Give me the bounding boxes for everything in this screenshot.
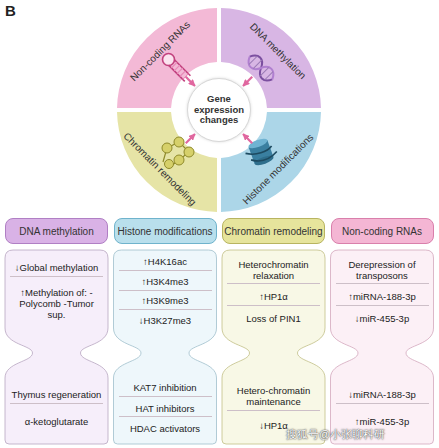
category-header: Histone modifications	[114, 218, 217, 244]
column-vase	[114, 250, 217, 444]
detail-panel: ↓Global methylation ↑Methylation of: -Pol…	[10, 252, 103, 332]
rna-hairpin-illustration	[160, 51, 192, 83]
node-text: ↑miRNA-188-3p	[336, 290, 429, 306]
ring-segment: Histone modifications	[221, 112, 321, 212]
category-header: DNA methylation	[5, 218, 108, 244]
column-vase	[222, 250, 325, 444]
inward-arrow	[186, 77, 195, 86]
node-text: Gene expression changes	[192, 94, 246, 127]
rna-loop	[160, 51, 177, 68]
inward-arrow	[243, 134, 252, 143]
node-text: ↑H3K4me3	[119, 275, 212, 291]
column-vase	[5, 250, 108, 444]
dna-helix-illustration	[245, 52, 277, 84]
column-vase	[331, 250, 434, 444]
rna-stem	[169, 60, 191, 82]
node-text: Thymus regeneration	[10, 388, 103, 404]
ring-segment-fill	[221, 112, 321, 212]
node-text: KAT7 inhibition	[119, 381, 212, 397]
node-text: ↓H3K27me3	[119, 314, 212, 329]
nucleosome	[184, 147, 194, 157]
node-text: ↓miR-455-3p	[336, 312, 429, 327]
ring-segment-shape	[221, 112, 321, 212]
node-text: HDAC activators	[119, 422, 212, 437]
dna-wrap	[246, 143, 279, 165]
histone-illustration	[243, 135, 280, 169]
node-text: α-ketoglutarate	[10, 415, 103, 430]
ring-segment-shape	[117, 112, 217, 212]
node-text: Heterochromatin relaxation	[227, 258, 320, 285]
node-text: Histone modifications	[117, 226, 212, 237]
center-circle: Gene expression changes	[187, 78, 251, 142]
detail-panel: Heterochromatin relaxation ↑HP1αLoss of P…	[227, 252, 320, 332]
detail-panel: Thymus regeneration α-ketoglutarate	[10, 376, 103, 442]
histone-body	[249, 140, 274, 164]
node-text: ↑HP1α	[227, 290, 320, 306]
inward-arrow	[186, 134, 195, 143]
inward-arrow	[243, 77, 252, 86]
node-text: DNA methylation	[19, 226, 93, 237]
detail-panel: KAT7 inhibitionHAT inhibitorsHDAC activa…	[119, 376, 212, 442]
chromatin-linker	[163, 142, 189, 166]
nucleosome	[165, 160, 174, 169]
category-header: Non-coding RNAs	[331, 218, 434, 244]
watermark: 搜狐号@小张聊科研	[286, 427, 385, 442]
dna-rungs	[249, 56, 273, 80]
category-header: Chromatin remodeling	[222, 218, 325, 244]
chromatin-illustration	[162, 137, 194, 169]
panel-letter: B	[5, 2, 16, 19]
ring-segment: Chromatin remodeling	[117, 112, 217, 212]
node-text: ↑H3K9me3	[119, 294, 212, 310]
node-text: Hetero-chromatin maintenance	[227, 384, 320, 411]
detail-panel: Derepression of transposons ↑miRNA-188-3p…	[336, 252, 429, 332]
nucleosome	[174, 155, 184, 165]
node-text: Loss of PIN1	[227, 312, 320, 327]
node-text: ↓Global methylation	[10, 261, 103, 277]
rna-rungs	[171, 62, 188, 79]
ring-segment-fill	[117, 112, 217, 212]
node-text: ↑Methylation of: -Polycomb -Tumor sup.	[10, 286, 103, 323]
node-text: Non-coding RNAs	[342, 226, 422, 237]
nucleosome	[174, 137, 184, 147]
detail-panel: ↑H4K16ac ↑H3K4me3 ↑H3K9me3 ↓H3K27me3	[119, 252, 212, 332]
node-text: Chromatin remodeling	[224, 226, 322, 237]
node-text: HAT inhibitors	[119, 402, 212, 418]
node-text: ↓miRNA-188-3p	[336, 388, 429, 404]
histone-bottom	[253, 154, 274, 167]
dna-strand	[245, 52, 277, 84]
nucleosome	[162, 143, 172, 153]
histone-top	[247, 137, 268, 150]
node-text: Derepression of transposons	[336, 258, 429, 285]
node-text: ↑H4K16ac	[119, 255, 212, 271]
dna-strand	[245, 52, 277, 84]
